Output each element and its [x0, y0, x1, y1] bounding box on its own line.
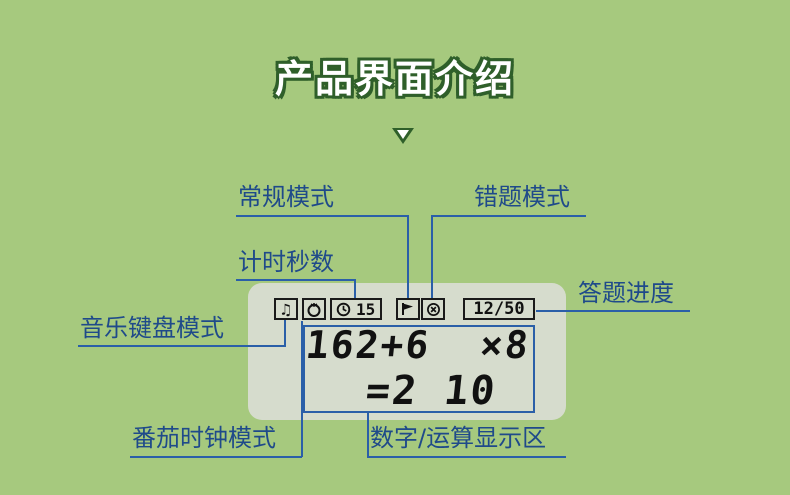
tomato-icon-svg: [307, 303, 321, 317]
label-music-keyboard-mode: 音乐键盘模式: [80, 314, 224, 342]
label-timer-seconds: 计时秒数: [238, 248, 334, 276]
digit-display-frame: [303, 325, 535, 413]
label-normal-mode: 常规模式: [238, 183, 334, 211]
leader-timer: [236, 279, 356, 298]
leader-wrong-mode: [431, 215, 586, 298]
leader-display: [367, 413, 566, 458]
progress-display: 12/50: [463, 298, 535, 320]
music-note-icon: ♫: [274, 298, 298, 320]
flag-icon: [396, 298, 420, 320]
circle-cross-icon: [421, 298, 445, 320]
leader-normal-mode: [236, 215, 409, 298]
label-answer-progress: 答题进度: [578, 279, 674, 307]
label-pomodoro-mode: 番茄时钟模式: [132, 424, 276, 452]
tomato-icon: [302, 298, 326, 320]
circle-cross-icon-svg: [426, 302, 440, 316]
clock-icon: [336, 302, 351, 316]
timer-box: 15: [330, 298, 382, 320]
leader-music-mode: [78, 320, 286, 347]
label-wrong-mode: 错题模式: [474, 183, 570, 211]
flag-icon-svg: [402, 303, 413, 315]
down-arrow-icon: [392, 128, 414, 144]
label-display-area: 数字/运算显示区: [370, 424, 547, 452]
timer-value: 15: [356, 299, 376, 319]
page-title: 产品界面介绍: [274, 57, 515, 101]
